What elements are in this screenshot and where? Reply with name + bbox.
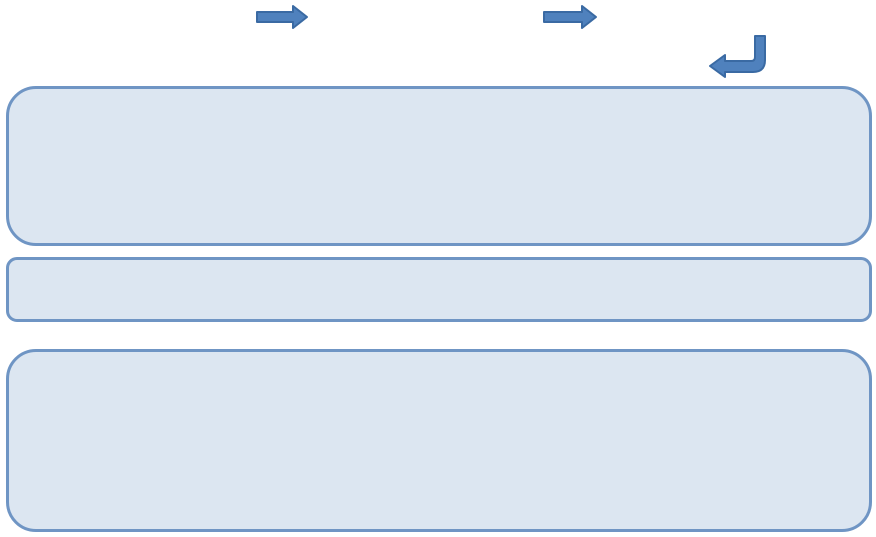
- right-arrow-icon: [543, 5, 597, 29]
- panel-top: [6, 86, 872, 246]
- panel-bottom: [6, 349, 872, 532]
- bent-arrow-left-icon: [709, 35, 766, 78]
- panel-middle: [6, 257, 872, 322]
- right-arrow-icon: [256, 5, 308, 29]
